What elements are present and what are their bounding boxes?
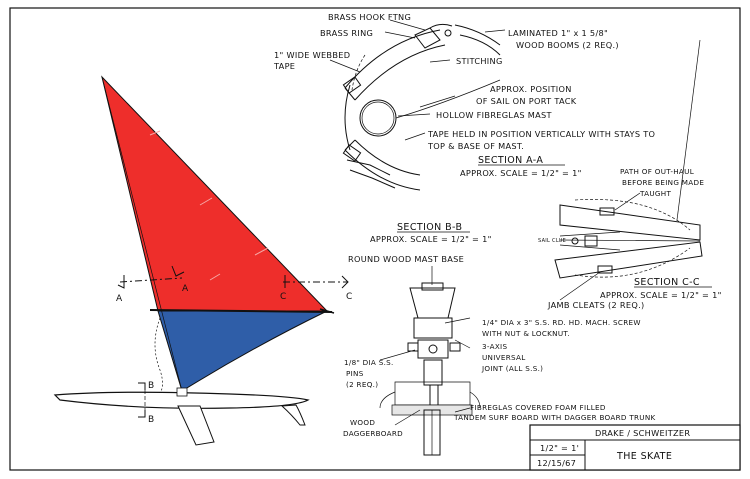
- label-joint-3: JOINT (ALL S.S.): [481, 364, 543, 373]
- cut-mark-b-bottom: B: [148, 415, 154, 425]
- surf-board: [53, 391, 310, 409]
- label-brass-hook: BRASS HOOK FTNG: [328, 12, 411, 22]
- hollow-mast-section: [359, 99, 397, 137]
- cut-mark-a-left: A: [116, 294, 123, 304]
- daggerboard: [177, 405, 215, 446]
- label-bolt-2: WITH NUT & LOCKNUT.: [482, 329, 570, 338]
- section-bb-scale: APPROX. SCALE = 1/2" = 1": [370, 234, 492, 244]
- label-approx-pos-2: OF SAIL ON PORT TACK: [476, 96, 577, 106]
- label-pins-3: (2 REQ.): [346, 380, 378, 389]
- universal-joint: [417, 339, 449, 359]
- uphaul-rope: [154, 317, 163, 396]
- section-aa-scale: APPROX. SCALE = 1/2" = 1": [460, 168, 582, 178]
- label-sail-clue: SAIL CLUE: [538, 238, 566, 244]
- label-dagger-1: WOOD: [350, 418, 375, 427]
- mast-base: [409, 287, 456, 319]
- title-block: DRAKE / SCHWEITZER 1/2" = 1' 12/15/67 TH…: [529, 424, 741, 471]
- sail-lower-blue: [157, 310, 328, 392]
- label-path-outhaul-1: PATH OF OUT-HAUL: [620, 167, 694, 176]
- label-joint-2: UNIVERSAL: [482, 353, 526, 362]
- label-round-wood: ROUND WOOD MAST BASE: [348, 254, 464, 264]
- label-joint-1: 3-AXIS: [482, 342, 507, 351]
- cut-mark-a-sail: A: [182, 284, 189, 294]
- label-brass-ring: BRASS RING: [320, 28, 373, 38]
- label-bolt-1: 1/4" DIA x 3" S.S. RD. HD. MACH. SCREW: [482, 318, 641, 327]
- title-name: THE SKATE: [616, 451, 672, 462]
- section-aa-title: SECTION A-A: [478, 155, 543, 166]
- label-webbed-tape-1: 1" WIDE WEBBED: [274, 50, 350, 60]
- cut-mark-b-top: B: [148, 381, 154, 391]
- label-jamb-cleats: JAMB CLEATS (2 REQ.): [547, 300, 644, 310]
- title-designer: DRAKE / SCHWEITZER: [595, 428, 690, 438]
- sail-upper-red: [101, 75, 329, 312]
- section-cc: PATH OF OUT-HAUL BEFORE BEING MADE TAUGH…: [538, 39, 722, 310]
- section-cc-scale: APPROX. SCALE = 1/2" = 1": [600, 290, 722, 300]
- label-laminated-1: LAMINATED 1" x 1 5/8": [508, 28, 608, 38]
- wishbone-boom: [149, 309, 333, 313]
- label-path-outhaul-3: TAUGHT: [639, 189, 671, 198]
- label-stitching: STITCHING: [456, 56, 503, 66]
- label-pins-1: 1/8" DIA S.S.: [344, 358, 394, 367]
- label-laminated-2: WOOD BOOMS (2 REQ.): [516, 40, 619, 50]
- label-pins-2: PINS: [346, 369, 364, 378]
- skeg-fin: [280, 404, 306, 426]
- cut-mark-c-right: C: [346, 292, 352, 302]
- title-scale: 1/2" = 1': [540, 443, 579, 453]
- section-cc-title: SECTION C-C: [634, 277, 700, 288]
- sail-elevation: [53, 75, 335, 446]
- label-tape-held-1: TAPE HELD IN POSITION VERTICALLY WITH ST…: [427, 129, 655, 139]
- section-bb: SECTION B-B APPROX. SCALE = 1/2" = 1" RO…: [343, 222, 656, 456]
- drawing-border: [9, 7, 741, 471]
- section-bb-title: SECTION B-B: [397, 222, 462, 233]
- label-hollow-mast: HOLLOW FIBREGLAS MAST: [436, 110, 553, 120]
- title-date: 12/15/67: [537, 458, 576, 468]
- label-webbed-tape-2: TAPE: [273, 61, 295, 71]
- label-dagger-2: DAGGERBOARD: [343, 429, 403, 438]
- label-tape-held-2: TOP & BASE OF MAST.: [427, 141, 524, 151]
- cut-mark-c-sail: C: [280, 292, 286, 302]
- cut-marks: A A C C B B: [116, 265, 352, 425]
- section-aa: BRASS HOOK FTNG BRASS RING 1" WIDE WEBBE…: [273, 12, 655, 191]
- label-approx-pos-1: APPROX. POSITION: [490, 84, 572, 94]
- mast-line: [101, 76, 183, 392]
- label-foam-2: TANDEM SURF BOARD WITH DAGGER BOARD TRUN…: [453, 413, 656, 422]
- label-path-outhaul-2: BEFORE BEING MADE: [622, 178, 704, 187]
- label-foam-1: FIBREGLAS COVERED FOAM FILLED: [470, 403, 606, 412]
